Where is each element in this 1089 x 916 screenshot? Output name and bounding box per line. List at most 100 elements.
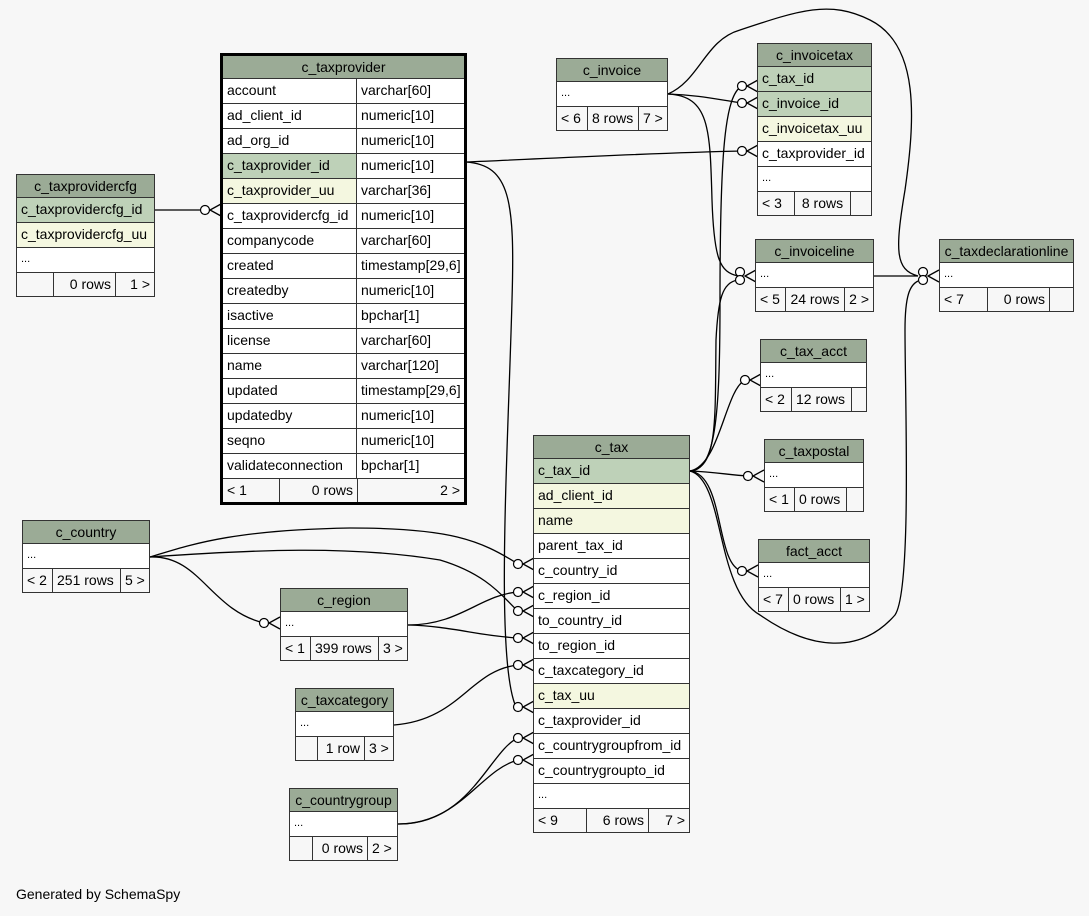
- edge-taxprovider-invoicetax: [465, 150, 743, 163]
- parents-link[interactable]: < 2: [765, 391, 785, 407]
- column-row: ...: [23, 544, 149, 569]
- children-link[interactable]: 2 >: [844, 288, 873, 311]
- table-c_taxcategory[interactable]: c_taxcategory ... 1 row 3 >: [295, 688, 394, 761]
- column-type: timestamp[29,6]: [357, 254, 464, 278]
- more-columns: ...: [285, 617, 295, 629]
- column-name: to_country_id: [538, 612, 623, 628]
- table-c_taxpostal[interactable]: c_taxpostal ... < 1 0 rows: [764, 439, 864, 512]
- more-columns: ...: [27, 549, 37, 561]
- edge-countrygroup-tax-to: [397, 759, 519, 825]
- row-count: 8 rows: [587, 107, 638, 130]
- table-header[interactable]: c_taxdeclarationline: [940, 240, 1073, 263]
- table-c_region[interactable]: c_region ... < 1 399 rows 3 >: [280, 588, 408, 661]
- column-name: c_taxcategory_id: [538, 662, 644, 678]
- children-link[interactable]: 1 >: [840, 588, 869, 611]
- parents-link[interactable]: < 1: [285, 640, 305, 656]
- table-header[interactable]: c_tax: [534, 436, 689, 459]
- parents-link[interactable]: < 7: [763, 591, 783, 607]
- table-c_invoiceline[interactable]: c_invoiceline ... < 5 24 rows 2 >: [755, 239, 874, 312]
- edge-countrygroup-tax-from: [397, 737, 519, 825]
- table-header[interactable]: c_tax_acct: [761, 340, 866, 363]
- table-footer: < 1 0 rows: [765, 488, 863, 511]
- table-c_taxprovidercfg[interactable]: c_taxprovidercfg c_taxprovidercfg_id c_t…: [16, 174, 155, 297]
- row-count: 0 rows: [788, 588, 840, 611]
- table-fact_acct[interactable]: fact_acct ... < 7 0 rows 1 >: [758, 539, 870, 612]
- column-type: numeric[10]: [357, 104, 464, 128]
- parents-link[interactable]: [296, 737, 317, 760]
- children-link[interactable]: [846, 488, 863, 511]
- column-row: ...: [557, 82, 667, 107]
- column-name: updatedby: [223, 404, 357, 428]
- column-row: c_countrygroupfrom_id: [534, 734, 689, 759]
- table-header[interactable]: c_invoice: [557, 59, 667, 82]
- parents-link[interactable]: [290, 837, 312, 860]
- table-header[interactable]: c_region: [281, 589, 407, 612]
- table-footer: < 1 399 rows 3 >: [281, 637, 407, 660]
- column-name: c_countrygroupfrom_id: [538, 737, 682, 753]
- column-row: name: [534, 509, 689, 534]
- children-link[interactable]: 7 >: [648, 809, 689, 832]
- table-header[interactable]: c_country: [23, 521, 149, 544]
- parents-link[interactable]: < 1: [769, 491, 789, 507]
- table-header[interactable]: c_taxpostal: [765, 440, 863, 463]
- children-link[interactable]: [851, 388, 866, 411]
- column-name: c_taxprovider_uu: [223, 179, 357, 203]
- generated-by-footer: Generated by SchemaSpy: [16, 886, 181, 902]
- children-link[interactable]: 3 >: [378, 637, 407, 660]
- column-row: ad_client_id: [534, 484, 689, 509]
- column-type: numeric[10]: [357, 204, 464, 228]
- column-type: numeric[10]: [357, 129, 464, 153]
- table-header[interactable]: fact_acct: [759, 540, 869, 563]
- column-name: name: [538, 512, 574, 528]
- parents-link[interactable]: < 3: [762, 195, 782, 211]
- table-header[interactable]: c_taxprovider: [223, 56, 464, 79]
- column-name: c_taxprovider_id: [538, 712, 641, 728]
- table-header[interactable]: c_invoiceline: [756, 240, 873, 263]
- more-columns: ...: [762, 172, 772, 184]
- children-link[interactable]: [850, 192, 871, 215]
- parents-link[interactable]: [17, 273, 53, 296]
- parents-link[interactable]: < 2: [27, 572, 47, 588]
- column-row: to_country_id: [534, 609, 689, 634]
- table-c_tax_acct[interactable]: c_tax_acct ... < 2 12 rows: [760, 339, 867, 412]
- column-row: ...: [281, 612, 407, 637]
- children-link[interactable]: 3 >: [364, 737, 393, 760]
- table-header[interactable]: c_countrygroup: [290, 789, 397, 812]
- column-row: c_taxprovidercfg_uu: [17, 223, 154, 248]
- children-link[interactable]: 2 >: [367, 837, 397, 860]
- parents-link[interactable]: < 7: [944, 291, 964, 307]
- table-header[interactable]: c_taxprovidercfg: [17, 175, 154, 198]
- table-c_country[interactable]: c_country ... < 2 251 rows 5 >: [22, 520, 150, 593]
- children-link[interactable]: 5 >: [120, 569, 149, 592]
- table-footer: < 2 12 rows: [761, 388, 866, 411]
- table-c_invoice[interactable]: c_invoice ... < 6 8 rows 7 >: [556, 58, 668, 131]
- parents-link[interactable]: < 6: [561, 110, 581, 126]
- column-row: c_invoicetax_uu: [758, 117, 871, 142]
- children-link[interactable]: 1 >: [115, 273, 154, 296]
- parents-link[interactable]: < 1: [227, 482, 247, 498]
- parents-link[interactable]: < 9: [538, 812, 558, 828]
- row-count: 1 row: [317, 737, 364, 760]
- table-c_invoicetax[interactable]: c_invoicetax c_tax_id c_invoice_id c_inv…: [757, 43, 872, 216]
- edge-region-tax-region: [407, 591, 519, 626]
- row-count: 24 rows: [785, 288, 844, 311]
- crowfoot-markers: [199, 79, 940, 767]
- children-link[interactable]: 7 >: [638, 107, 667, 130]
- table-header[interactable]: c_taxcategory: [296, 689, 393, 712]
- column-row: ...: [296, 712, 393, 737]
- table-header[interactable]: c_invoicetax: [758, 44, 871, 67]
- table-c_countrygroup[interactable]: c_countrygroup ... 0 rows 2 >: [289, 788, 398, 861]
- children-link[interactable]: 2 >: [357, 479, 464, 502]
- children-link[interactable]: [1049, 288, 1073, 311]
- parents-link[interactable]: < 5: [760, 291, 780, 307]
- more-columns: ...: [294, 817, 304, 829]
- row-count: 0 rows: [987, 288, 1049, 311]
- more-columns: ...: [760, 268, 770, 280]
- table-c_taxdeclarationline[interactable]: c_taxdeclarationline ... < 7 0 rows: [939, 239, 1074, 312]
- row-count: 0 rows: [312, 837, 367, 860]
